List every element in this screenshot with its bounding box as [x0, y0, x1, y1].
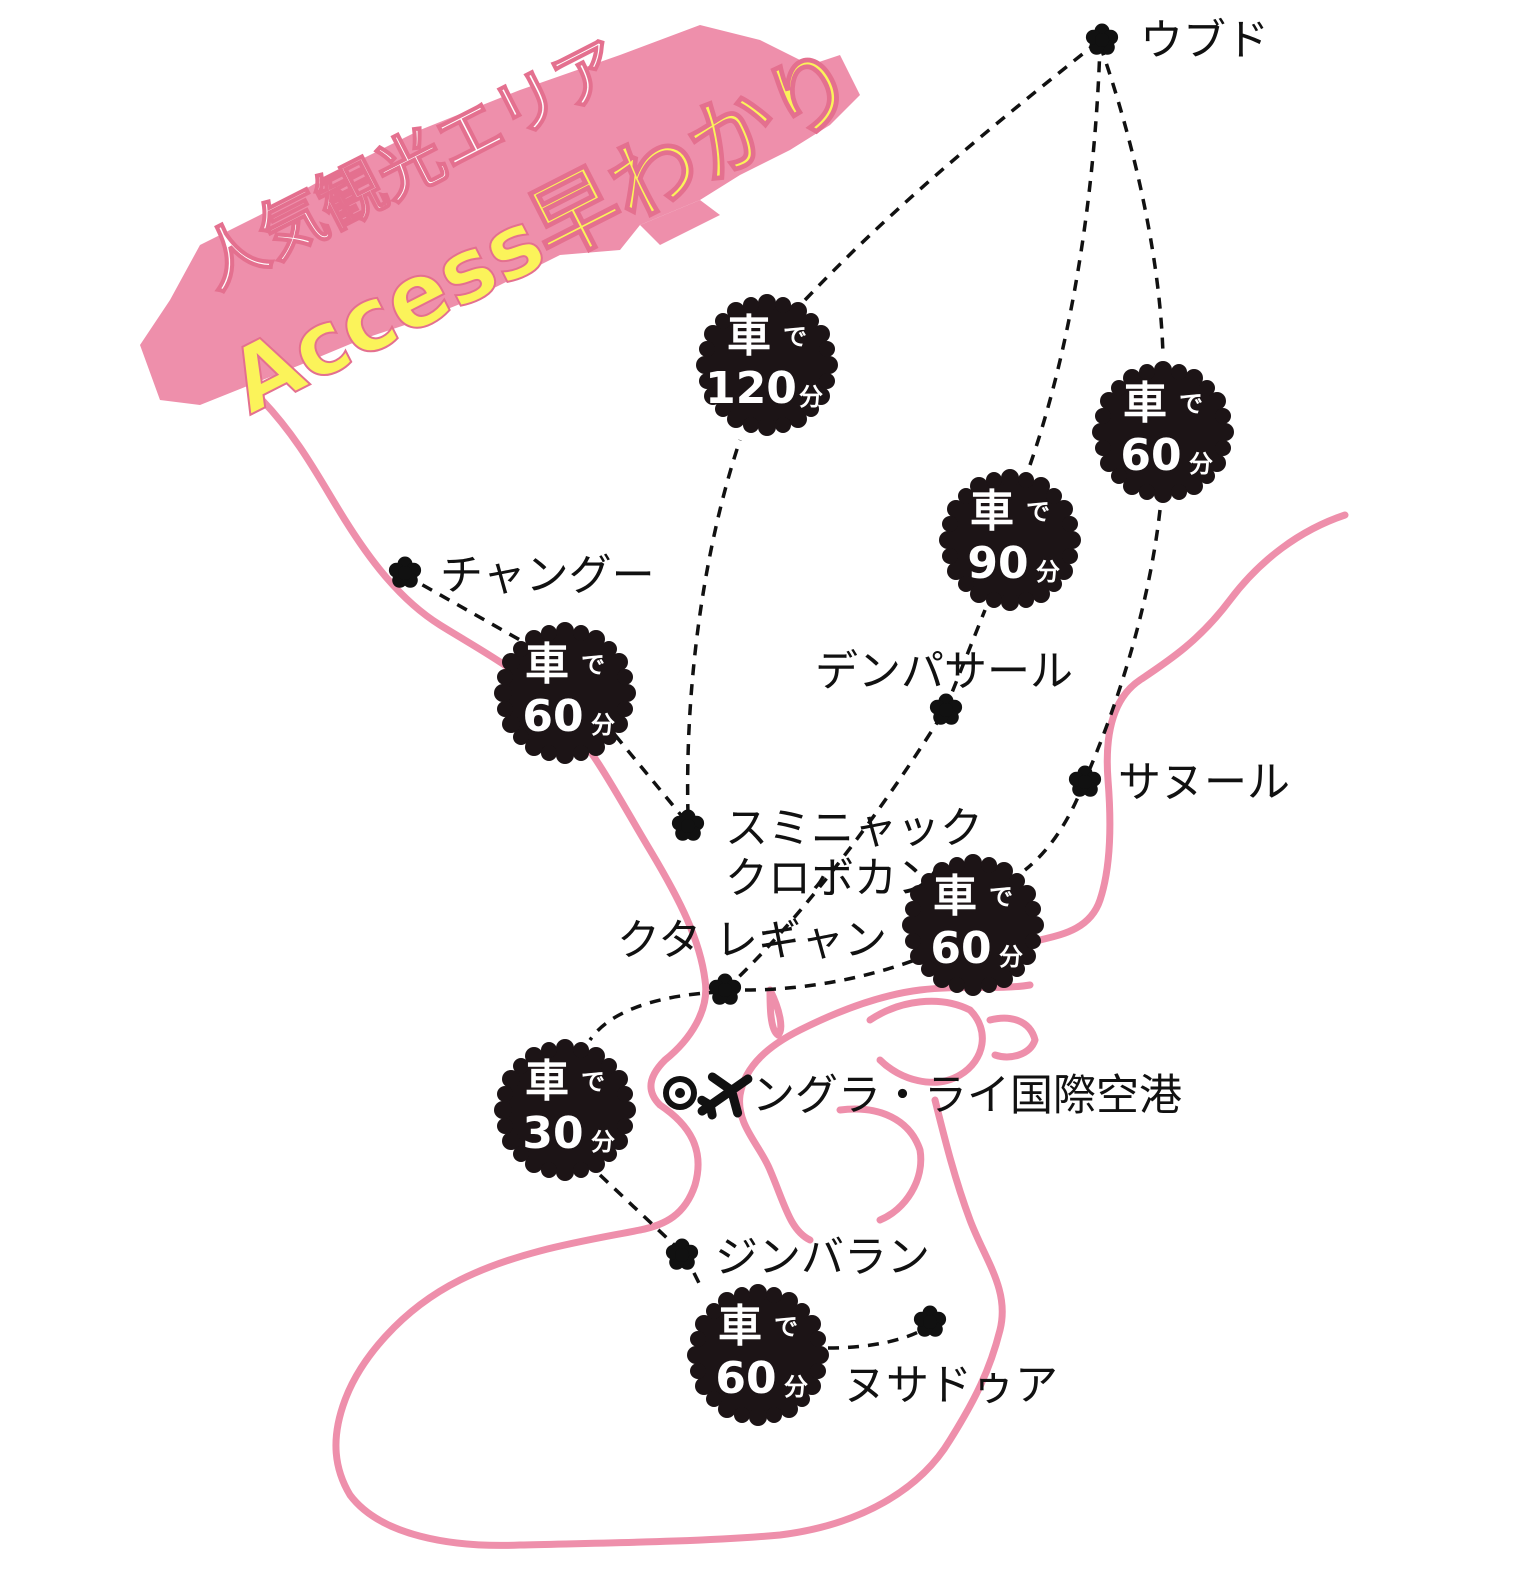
badge-unit: 分 [1189, 450, 1213, 478]
badge-minutes: 30 [522, 1108, 583, 1159]
label-jimbaran: ジンバラン [715, 1233, 930, 1283]
badge-jimbaran-nusadua: 車 で 60 分 [687, 1284, 829, 1426]
badge-sanur-ubud: 車 で 60 分 [1092, 361, 1234, 503]
flower-icon[interactable] [671, 809, 705, 841]
badge-prefix: 車 [727, 311, 771, 362]
badge-prefix: 車 [933, 871, 977, 922]
label-airport: ングラ・ライ国際空港 [752, 1071, 1182, 1121]
route-changgu-seminyak [404, 573, 521, 642]
badge-particle: で [783, 323, 807, 351]
flower-icon[interactable] [929, 693, 963, 725]
badge-minutes: 120 [705, 363, 797, 414]
label-sanur: サヌール [1118, 758, 1290, 808]
badge-minutes: 60 [930, 923, 991, 974]
label-legian: レギャン [715, 916, 887, 966]
label-seminyak: スミニャック [725, 804, 983, 854]
badge-particle: で [774, 1313, 798, 1341]
route-seminyak-ubud-a [685, 439, 742, 816]
badge-particle: で [989, 883, 1013, 911]
label-kuta: クタ [617, 916, 701, 966]
flower-icon[interactable] [388, 556, 422, 588]
flower-icon[interactable] [913, 1305, 947, 1337]
badge-denpasar-ubud: 車 で 90 分 [939, 469, 1081, 611]
routes [404, 38, 1165, 1350]
route-jimbaran-nusadua-b [827, 1323, 932, 1350]
badge-particle: で [581, 651, 605, 679]
badge-unit: 分 [1036, 558, 1060, 586]
badge-prefix: 車 [525, 1056, 569, 1107]
place-labels: ウブド チャングー デンパサール サヌール スミニャック クロボカン クタ レギ… [440, 16, 1290, 1411]
label-changgu: チャングー [440, 551, 655, 601]
label-nusadua: ヌサドゥア [843, 1361, 1058, 1411]
flower-icon[interactable] [1068, 765, 1102, 797]
badge-unit: 分 [591, 1128, 615, 1156]
badge-prefix: 車 [718, 1301, 762, 1352]
badge-minutes: 60 [522, 691, 583, 742]
label-kerobokan: クロボカン [725, 854, 940, 904]
badge-unit: 分 [799, 383, 823, 411]
badge-minutes: 60 [715, 1353, 776, 1404]
flower-icon[interactable] [708, 973, 742, 1005]
badge-prefix: 車 [1123, 378, 1167, 429]
airport-marker[interactable] [663, 1061, 761, 1129]
route-kuta-jimbaran-a [588, 990, 721, 1041]
badge-changgu-seminyak: 車 で 60 分 [494, 622, 636, 764]
flower-icon[interactable] [1085, 23, 1119, 55]
route-kuta-denpasar [723, 709, 947, 992]
badge-prefix: 車 [970, 486, 1014, 537]
badge-minutes: 60 [1120, 430, 1181, 481]
badge-unit: 分 [784, 1373, 808, 1401]
badge-unit: 分 [591, 711, 615, 739]
route-sanur-ubud-a [1098, 44, 1165, 356]
route-seminyak-ubud-b [803, 38, 1102, 302]
route-sanur-ubud-b [1083, 509, 1162, 781]
place-markers [388, 23, 1119, 1337]
badge-kuta-jimbaran: 車 で 30 分 [494, 1039, 636, 1181]
badge-kuta-sanur: 車 で 60 分 [902, 854, 1044, 996]
badge-seminyak-ubud: 車 で 120 分 [696, 294, 838, 436]
flower-icon[interactable] [665, 1238, 699, 1270]
airplane-icon [697, 1072, 753, 1120]
route-denpasar-ubud-a [943, 609, 987, 711]
badge-minutes: 90 [967, 538, 1028, 589]
badge-unit: 分 [999, 943, 1023, 971]
coastline [258, 396, 1349, 1549]
badge-particle: で [1026, 498, 1050, 526]
label-denpasar: デンパサール [815, 647, 1073, 697]
route-kuta-sanur-b [744, 958, 916, 992]
badge-particle: で [581, 1068, 605, 1096]
badge-particle: で [1179, 390, 1203, 418]
label-ubud: ウブド [1140, 16, 1269, 66]
route-denpasar-ubud-b [1028, 44, 1102, 466]
badge-prefix: 車 [525, 639, 569, 690]
